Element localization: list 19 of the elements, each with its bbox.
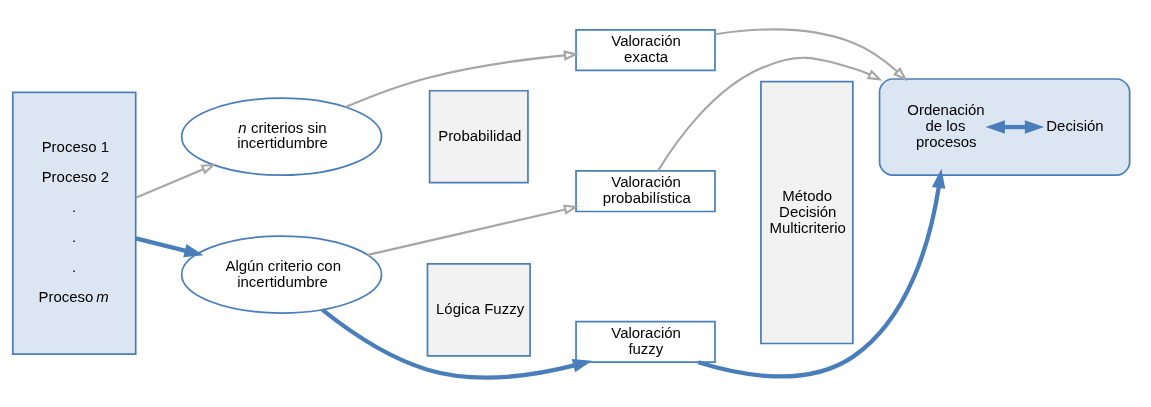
arrow xyxy=(985,120,1045,134)
arrow xyxy=(321,308,593,380)
node-text: Ordenación de los procesos xyxy=(907,101,985,151)
arrow xyxy=(135,163,217,199)
node-box: Lógica Fuzzy xyxy=(426,263,531,357)
arrow xyxy=(135,236,204,258)
arrow xyxy=(715,28,908,82)
node-box: Valoración exacta xyxy=(575,28,716,72)
cluster xyxy=(878,78,1131,177)
node-box: Probabilidad xyxy=(428,89,529,184)
node-text: Decisión xyxy=(1046,117,1104,135)
arrow xyxy=(657,56,883,172)
arrow xyxy=(367,204,579,256)
node-box: Valoración fuzzy xyxy=(575,320,716,364)
node-box: Proceso 1 Proceso 2 . . . Proceso m xyxy=(11,91,137,356)
arrow xyxy=(697,168,946,379)
arrow xyxy=(345,50,579,108)
node-box: Valoración probabilística xyxy=(575,170,716,213)
node-box: Método Decisión Multicriterio xyxy=(760,80,854,345)
